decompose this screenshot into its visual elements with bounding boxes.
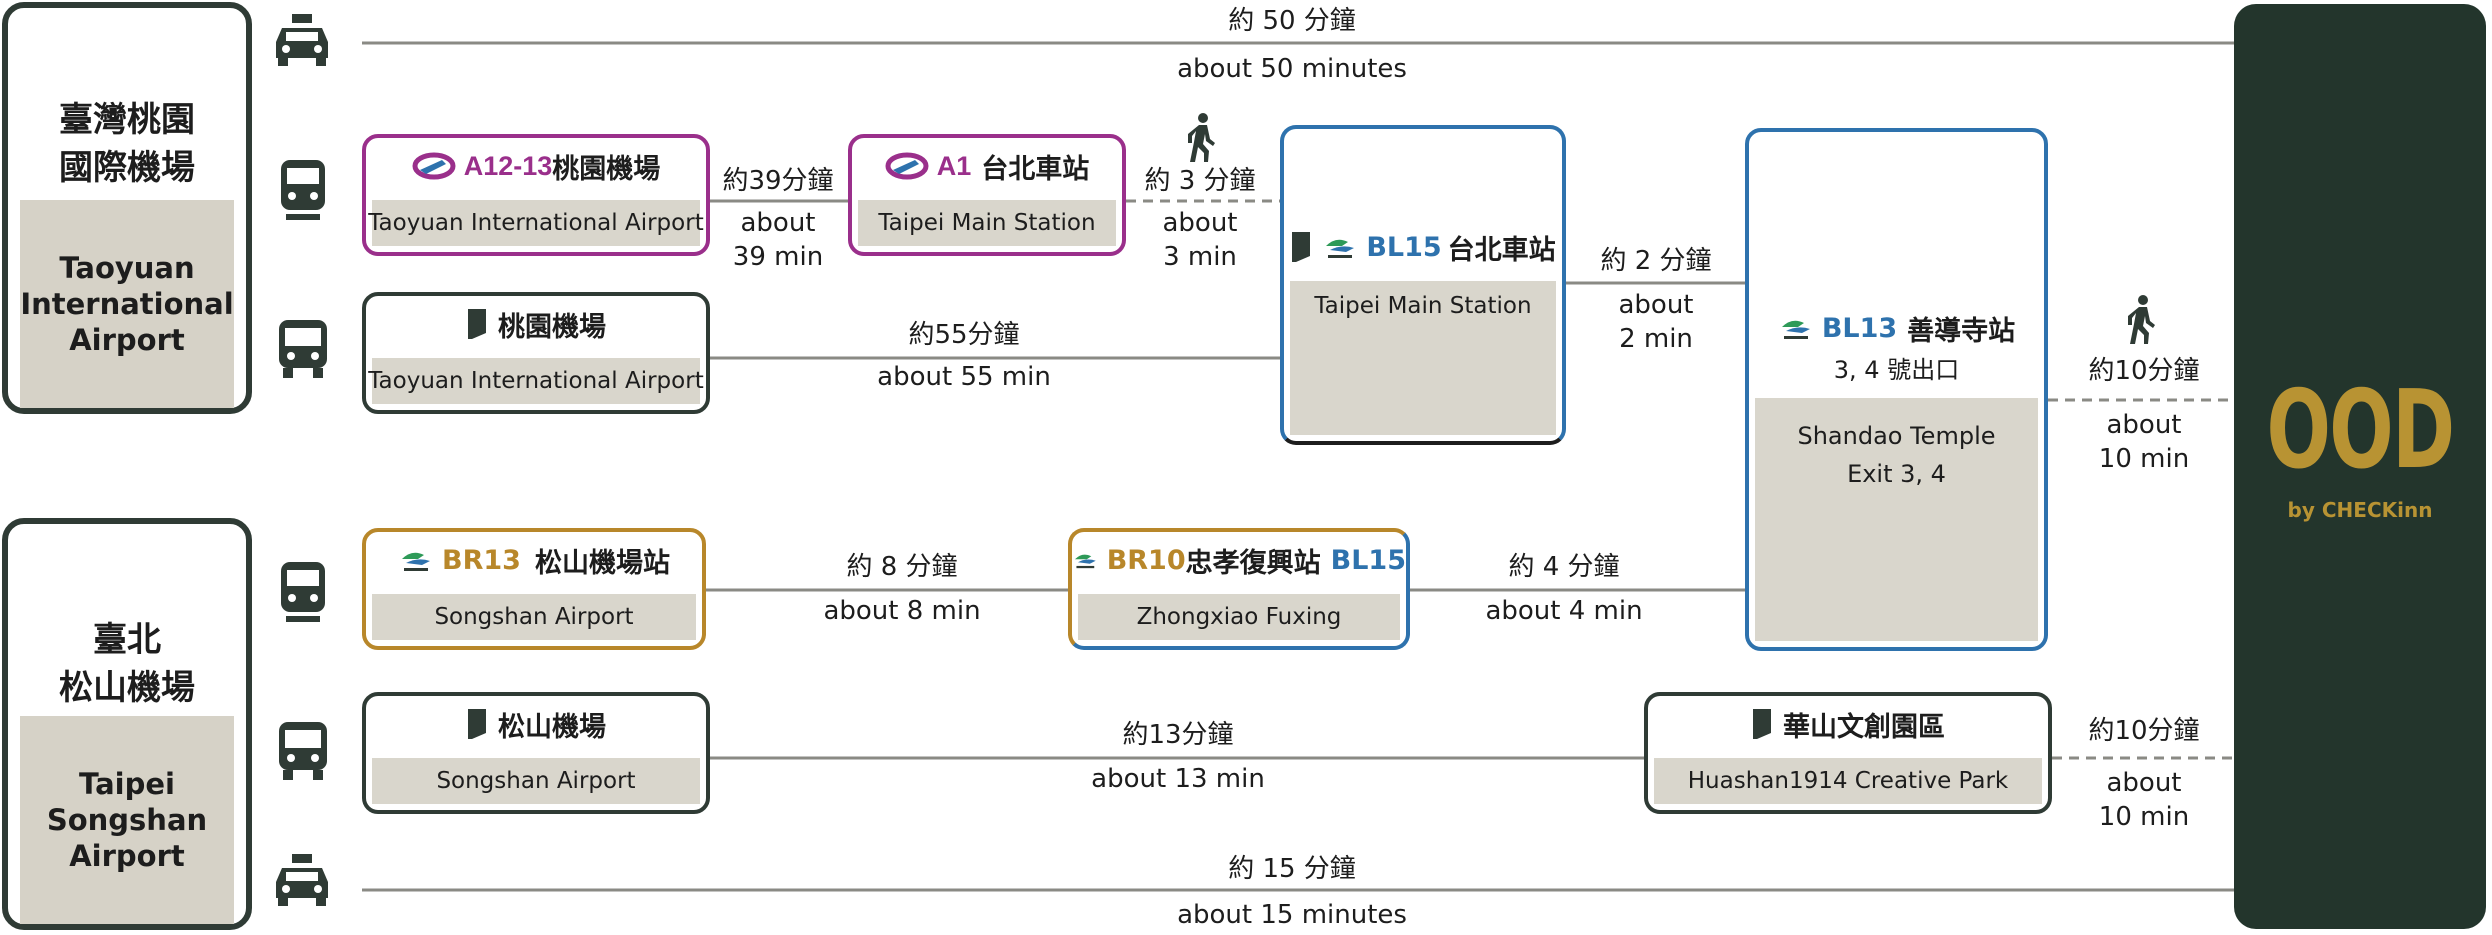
- station-a12-13-zh: 桃園機場: [552, 153, 661, 185]
- bus-icon: [279, 320, 327, 378]
- walking-person-icon: [1188, 113, 1215, 162]
- hotel-brand-panel: OOD by CHECKinn: [2234, 4, 2486, 929]
- flag-icon: [468, 309, 486, 339]
- brand-tagline: by CHECKinn: [2287, 498, 2433, 522]
- bus-taoyuan-time-zh: 約55分鐘: [908, 320, 1020, 350]
- walk-hotel-bottom-time-zh: 約10分鐘: [2088, 716, 2200, 746]
- station-bl15-en: Taipei Main Station: [1290, 281, 1556, 435]
- station-br10: BR10 忠孝復興站 BL15 Zhongxiao Fuxing: [1068, 528, 1410, 650]
- origin-songshan: 臺北 松山機場 Taipei Songshan Airport: [2, 518, 252, 930]
- walk-a1-time-zh: 約 3 分鐘: [1144, 166, 1256, 196]
- origin-songshan-zh-2: 松山機場: [59, 668, 195, 708]
- walk-hotel-bottom-time-en-2: 10 min: [2098, 802, 2190, 832]
- station-br13-zh: 松山機場站: [534, 547, 670, 579]
- bus-icon: [279, 722, 327, 780]
- station-bus-taoyuan-zh: 桃園機場: [498, 311, 606, 343]
- metro-taipei-logo-icon: [402, 552, 431, 571]
- mrt-bl-time-en-1: about: [1618, 290, 1694, 320]
- walk-hotel-top-time-en-2: 10 min: [2098, 444, 2190, 474]
- station-bus-taoyuan: 桃園機場 Taoyuan International Airport: [362, 292, 710, 414]
- station-bl13-zh: 善導寺站: [1907, 315, 2016, 347]
- station-br13-en: Songshan Airport: [372, 594, 696, 640]
- station-huashan-zh: 華山文創園區: [1783, 711, 1945, 743]
- mrt-airport-time-en-2: 39 min: [732, 242, 824, 272]
- station-bl15-zh: 台北車站: [1447, 234, 1556, 266]
- taxi-bottom-time-en: about 15 minutes: [1177, 900, 1407, 930]
- station-a12-13-code: A12-13: [463, 150, 553, 181]
- station-bl13-en-1: Shandao Temple: [1797, 422, 1996, 450]
- station-br10-zh: 忠孝復興站: [1185, 547, 1321, 579]
- taoyuan-metro-logo-icon: [412, 152, 456, 180]
- station-huashan: 華山文創園區 Huashan1914 Creative Park: [1644, 692, 2052, 814]
- station-bus-songshan: 松山機場 Songshan Airport: [362, 692, 710, 814]
- walk-hotel-top-time-en-1: about: [2106, 410, 2182, 440]
- origin-taoyuan-en: Taoyuan International Airport: [20, 251, 234, 357]
- metro-taipei-logo-icon: [1781, 320, 1810, 339]
- station-bl13: BL13 善導寺站 3, 4 號出口 Shandao Temple Exit 3…: [1745, 128, 2048, 651]
- train-icon: [281, 562, 325, 622]
- mrt-airport-time-en-1: about: [740, 208, 816, 238]
- walk-a1-time-en-2: 3 min: [1163, 242, 1237, 272]
- br-line-time-en: about 8 min: [823, 596, 981, 626]
- station-bl13-en-2: Exit 3, 4: [1847, 460, 1946, 488]
- metro-taipei-logo-icon: [1326, 239, 1355, 258]
- station-a1-zh: 台北車站: [981, 153, 1090, 185]
- station-br10-code: BR10: [1106, 544, 1186, 576]
- metro-taipei-logo-icon: [1074, 554, 1096, 569]
- bl-line-time-en: about 4 min: [1485, 596, 1643, 626]
- station-huashan-en: Huashan1914 Creative Park: [1654, 758, 2042, 804]
- station-bl13-code: BL13: [1821, 312, 1898, 344]
- station-a1: A1 台北車站 Taipei Main Station: [848, 134, 1126, 256]
- origin-taoyuan: 臺灣桃園 國際機場 Taoyuan International Airport: [2, 2, 252, 414]
- station-br10-en: Zhongxiao Fuxing: [1078, 594, 1400, 640]
- train-icon: [281, 160, 325, 220]
- mrt-bl-time-zh: 約 2 分鐘: [1600, 246, 1712, 276]
- walk-hotel-bottom-time-en-1: about: [2106, 768, 2182, 798]
- station-bus-taoyuan-en: Taoyuan International Airport: [368, 358, 704, 404]
- flag-icon: [468, 709, 486, 739]
- station-bl15: BL15 台北車站 Taipei Main Station: [1280, 125, 1566, 445]
- taoyuan-metro-logo-icon: [885, 152, 929, 180]
- station-br13: BR13 松山機場站 Songshan Airport: [362, 528, 706, 650]
- origin-songshan-zh-1: 臺北: [93, 620, 161, 660]
- mrt-airport-time-zh: 約39分鐘: [722, 166, 834, 196]
- station-bl13-exit: 3, 4 號出口: [1833, 356, 1960, 384]
- station-bus-songshan-zh: 松山機場: [498, 711, 606, 743]
- walking-person-icon: [2128, 295, 2155, 344]
- station-br13-code: BR13: [442, 544, 521, 576]
- station-bl15-code: BL15: [1366, 231, 1442, 263]
- station-a12-13-en: Taoyuan International Airport: [368, 200, 704, 246]
- origin-songshan-en: Taipei Songshan Airport: [46, 767, 208, 873]
- walk-a1-time-en-1: about: [1162, 208, 1238, 238]
- station-a12-13: A12-13 桃園機場 Taoyuan International Airpor…: [362, 134, 710, 256]
- flag-icon: [1753, 709, 1771, 739]
- origin-taoyuan-zh-1: 臺灣桃園: [59, 100, 195, 140]
- station-a1-code: A1: [936, 150, 972, 181]
- origin-taoyuan-zh-2: 國際機場: [59, 148, 195, 188]
- bus-songshan-time-en: about 13 min: [1091, 764, 1265, 794]
- flag-icon: [1292, 232, 1311, 262]
- station-br10-code2: BL15: [1330, 544, 1406, 576]
- taxi-icon: [276, 14, 328, 66]
- brand-wordmark: OOD: [2266, 368, 2455, 493]
- bus-songshan-time-zh: 約13分鐘: [1122, 720, 1234, 750]
- mrt-bl-time-en-2: 2 min: [1619, 324, 1693, 354]
- taxi-icon: [276, 854, 328, 906]
- taxi-bottom-time-zh: 約 15 分鐘: [1228, 854, 1356, 884]
- taxi-top-time-en: about 50 minutes: [1177, 54, 1407, 84]
- bl-line-time-zh: 約 4 分鐘: [1508, 552, 1620, 582]
- br-line-time-zh: 約 8 分鐘: [846, 552, 958, 582]
- station-bus-songshan-en: Songshan Airport: [372, 758, 700, 804]
- walk-hotel-top-time-zh: 約10分鐘: [2088, 356, 2200, 386]
- taxi-top-time-zh: 約 50 分鐘: [1228, 6, 1356, 36]
- bus-taoyuan-time-en: about 55 min: [877, 362, 1051, 392]
- station-a1-en: Taipei Main Station: [858, 200, 1116, 246]
